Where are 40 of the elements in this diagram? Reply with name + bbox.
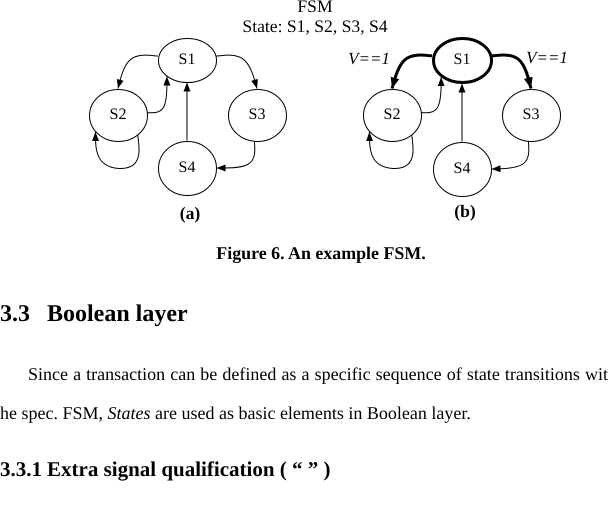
section-heading: Boolean layer — [47, 300, 188, 328]
transition-arrow — [491, 140, 530, 172]
transition-arrow — [116, 54, 158, 89]
self-loop-arrow — [92, 132, 140, 169]
subfigure-label: (b) — [454, 201, 476, 221]
state-name: S3 — [248, 106, 266, 124]
state-ellipse — [158, 38, 216, 82]
state-ellipse — [432, 142, 492, 196]
subsection-heading: Extra signal qualification ( “ ” ) — [47, 457, 331, 481]
transition-arrow — [216, 54, 258, 89]
transition-arrow — [492, 54, 533, 89]
transition-condition: V==1 — [348, 49, 390, 69]
state-name: S2 — [110, 106, 126, 124]
figure-caption: Figure 6. An example FSM. — [216, 243, 426, 263]
state-name: S1 — [178, 51, 196, 69]
state-name: S4 — [454, 160, 470, 178]
body-paragraph: Since a transaction can be defined as a specific sequence of state transitions wit he spec. FSM, States are used as basic elements in Boolean layer. — [0, 363, 608, 425]
state-ellipse — [228, 88, 286, 142]
subtitle: State: S1, S2, S3, S4 — [242, 16, 388, 36]
self-loop-arrow — [366, 132, 414, 169]
diagram-title: FSM — [297, 0, 333, 12]
subfigure-label: (a) — [180, 203, 200, 223]
transition-arrow — [458, 83, 466, 142]
state-ellipse — [88, 88, 148, 142]
transition-arrow — [420, 76, 445, 114]
state-ellipse — [362, 88, 422, 142]
transition-condition: V==1 — [526, 48, 568, 68]
bold-state-ellipse — [432, 36, 492, 84]
transition-arrow — [216, 140, 256, 172]
transition-arrow — [146, 76, 170, 114]
transition-arrow — [390, 54, 432, 89]
section-number: 3.3 — [0, 300, 30, 328]
state-ellipse — [158, 140, 216, 196]
state-name: S1 — [454, 51, 470, 69]
transition-arrow — [184, 82, 190, 141]
state-name: S2 — [384, 106, 400, 124]
subsection-number: 3.3.1 — [0, 457, 42, 481]
state-name: S3 — [522, 106, 540, 124]
state-name: S4 — [178, 159, 196, 177]
state-ellipse — [502, 88, 560, 142]
